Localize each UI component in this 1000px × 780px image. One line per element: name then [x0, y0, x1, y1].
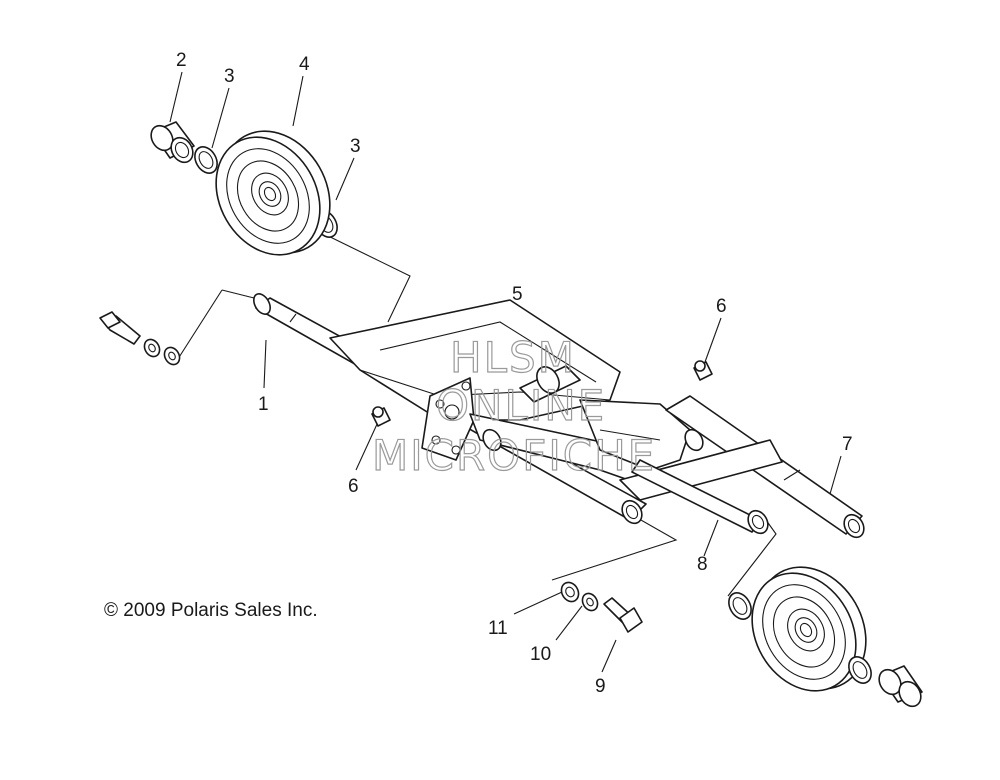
- callout-6-left: 6: [348, 476, 359, 497]
- callouts: 2 3 4 3 5 6 1 6 7 8 11 10 9: [176, 50, 853, 697]
- copyright-text: © 2009 Polaris Sales Inc.: [104, 600, 318, 621]
- grease-fitting-left: [371, 406, 391, 427]
- washer-left-1: [143, 338, 161, 358]
- callout-3-top-left: 3: [224, 66, 235, 87]
- idler-wheel-bottom: [751, 566, 867, 692]
- cross-tube: [619, 439, 783, 535]
- grease-fitting-right: [693, 360, 713, 381]
- callout-7: 7: [842, 434, 853, 455]
- watermark-line1: HLSM: [450, 333, 576, 382]
- washer-top-left: [194, 146, 218, 174]
- bolt-left: [99, 311, 141, 345]
- spacer-bottom: [878, 665, 923, 708]
- callout-10: 10: [530, 644, 551, 665]
- watermark-line3: MICROFICHE: [372, 431, 656, 480]
- washer-bottom-left: [728, 592, 752, 620]
- torque-arm-frame: [329, 299, 704, 485]
- callout-6-right: 6: [716, 296, 727, 317]
- washer-bottom-right: [848, 656, 872, 684]
- callout-8: 8: [697, 554, 708, 575]
- watermark: HLSM ONLINE MICROFICHE: [371, 332, 656, 480]
- callout-4: 4: [299, 54, 310, 75]
- watermark-line2: ONLINE: [436, 381, 606, 430]
- callout-9: 9: [595, 676, 606, 697]
- bolt-9: [603, 597, 643, 633]
- leader-lines: [169, 71, 842, 673]
- callout-5: 5: [512, 284, 523, 305]
- callout-11: 11: [488, 618, 508, 639]
- callout-2: 2: [176, 50, 187, 71]
- washer-10: [581, 592, 599, 612]
- washer-11: [560, 581, 580, 603]
- callout-3-top-right: 3: [350, 136, 361, 157]
- idler-wheel-top: [215, 130, 331, 256]
- spacer-top: [150, 121, 195, 164]
- washer-left-2: [163, 346, 181, 366]
- callout-1: 1: [258, 394, 269, 415]
